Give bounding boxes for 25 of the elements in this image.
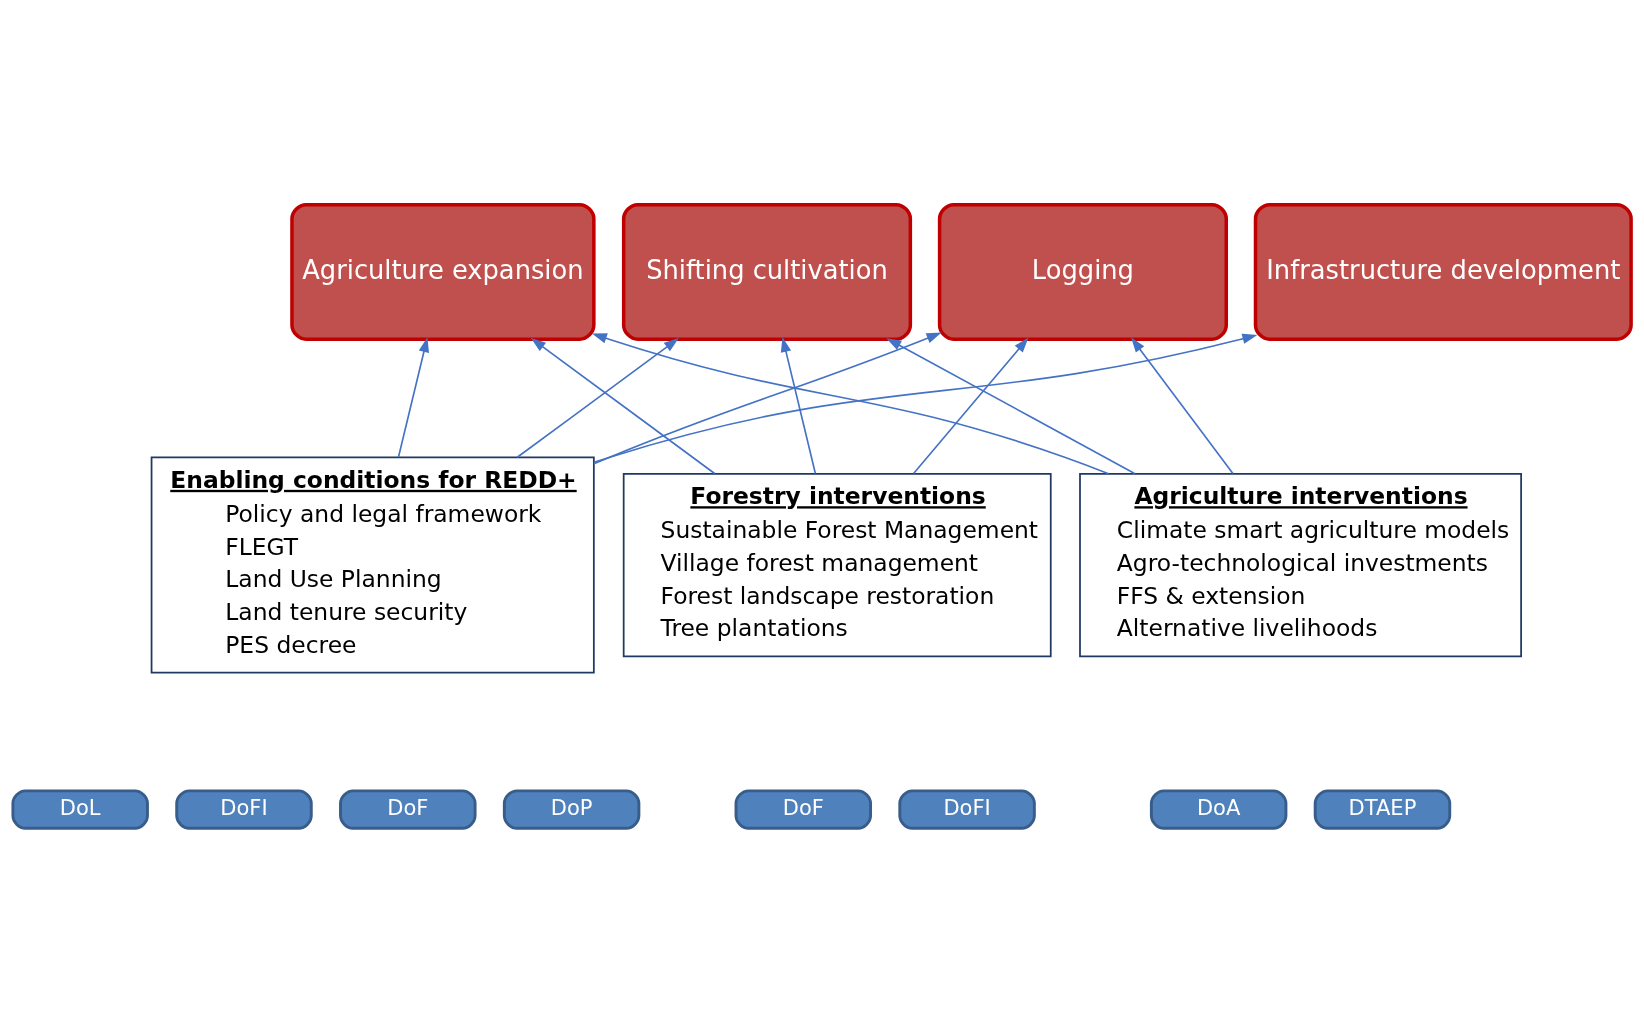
- arrow: [912, 337, 1029, 475]
- arrow: [591, 333, 1110, 475]
- node-box: Agriculture interventions Climate smart agriculture models Agro-technological investments FFS & extension Alternative livelihoods: [1079, 472, 1522, 658]
- node-box: DoF: [339, 789, 477, 830]
- node-box: DoL: [11, 789, 149, 830]
- node-box: Forestry interventions Sustainable Forest Management Village forest management Forest landscape restoration Tree plantations: [622, 472, 1052, 658]
- node-box: DoFI: [175, 789, 313, 830]
- node-box: Shifting cultivation: [621, 202, 913, 341]
- arrow: [593, 332, 942, 465]
- node-box: Infrastructure development: [1253, 202, 1633, 341]
- node-box: Enabling conditions for REDD+ Policy and legal framework FLEGT Land Use Planning Land tenure security PES decree: [150, 456, 595, 674]
- arrow: [886, 338, 1136, 475]
- node-box: DTAEP: [1313, 789, 1452, 830]
- node-box: DoP: [502, 789, 641, 830]
- node-box: Logging: [937, 202, 1228, 341]
- node-box: DoA: [1149, 789, 1288, 830]
- arrow: [780, 337, 817, 475]
- arrow: [397, 337, 430, 459]
- node-box: Agriculture expansion: [290, 202, 596, 341]
- node-box: DoFI: [898, 789, 1036, 830]
- arrow: [593, 333, 1258, 464]
- arrow: [516, 338, 679, 459]
- arrow: [530, 338, 716, 475]
- node-box: DoF: [734, 789, 873, 830]
- arrow: [1131, 337, 1234, 475]
